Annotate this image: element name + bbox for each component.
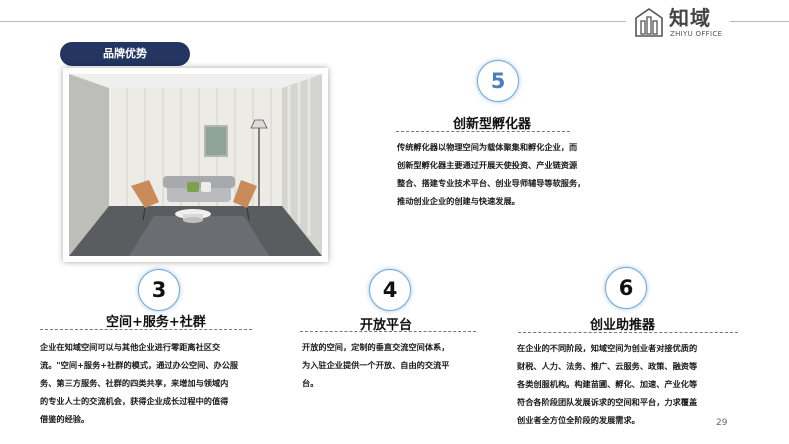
page-number: 29 bbox=[716, 418, 728, 428]
point-4-divider bbox=[300, 331, 476, 332]
point-5-line: 推动创业企业的创建与快速发展。 bbox=[397, 196, 520, 206]
point-4-line: 开放的空间，定制的垂直交流空间体系， bbox=[302, 342, 450, 352]
point-6-line: 符合各阶段团队发展诉求的空间和平台，力求覆盖 bbox=[517, 397, 698, 407]
point-4-line: 台。 bbox=[302, 378, 319, 388]
point-5-line: 创新型孵化器主要通过开展天使投资、产业链资源 bbox=[397, 160, 578, 170]
point-5-title: 创新型孵化器 bbox=[453, 117, 532, 132]
step-number-4: 4 bbox=[369, 269, 411, 311]
logo-text-cn: 知域 bbox=[669, 6, 711, 30]
header-rule-right bbox=[730, 21, 789, 22]
section-badge: 品牌优势 bbox=[60, 42, 190, 66]
point-6-title: 创业助推器 bbox=[590, 318, 656, 333]
logo-text-en: ZHIYU OFFICE bbox=[670, 30, 723, 38]
step-number-3: 3 bbox=[138, 269, 180, 311]
point-5-line: 传统孵化器以物理空间为载体聚集和孵化企业，而 bbox=[397, 142, 578, 152]
point-3-line: 借鉴的经验。 bbox=[40, 414, 90, 424]
step-number-5: 5 bbox=[477, 60, 519, 102]
point-4-line: 为入驻企业提供一个开放、自由的交流平 bbox=[302, 360, 450, 370]
header-rule-left bbox=[0, 21, 626, 22]
point-5-divider bbox=[396, 131, 570, 132]
point-6-line: 创业者全方位全阶段的发展需求。 bbox=[517, 415, 640, 425]
point-3-line: 企业在知域空间可以与其他企业进行零距离社区交 bbox=[40, 342, 221, 352]
point-3-line: 务、第三方服务、社群的四类共享，来增加与领域内 bbox=[40, 378, 229, 388]
point-3-line: 的专业人士的交流机会，获得企业成长过程中的值得 bbox=[40, 396, 229, 406]
point-3-divider bbox=[40, 329, 252, 330]
point-6-divider bbox=[518, 332, 738, 333]
point-3-title: 空间+服务+社群 bbox=[106, 315, 206, 330]
building-logo-icon bbox=[635, 8, 663, 37]
point-4-title: 开放平台 bbox=[360, 318, 413, 333]
brand-logo: 知域 ZHIYU OFFICE bbox=[633, 6, 728, 40]
step-number-6: 6 bbox=[605, 267, 647, 309]
point-6-line: 财税、人力、法务、推广、云服务、政策、融资等 bbox=[517, 361, 698, 371]
office-lounge-illustration bbox=[69, 74, 322, 256]
point-6-line: 各类创服机构。构建苗圃、孵化、加速、产业化等 bbox=[517, 379, 698, 389]
office-photo bbox=[63, 68, 328, 262]
point-3-line: 流。"空间+服务+社群的模式，通过办公空间、办公服 bbox=[40, 360, 239, 370]
point-6-line: 在企业的不同阶段，知域空间为创业者对接优质的 bbox=[517, 343, 698, 353]
point-5-line: 整合、搭建专业技术平台、创业导师辅导等软服务， bbox=[397, 178, 586, 188]
